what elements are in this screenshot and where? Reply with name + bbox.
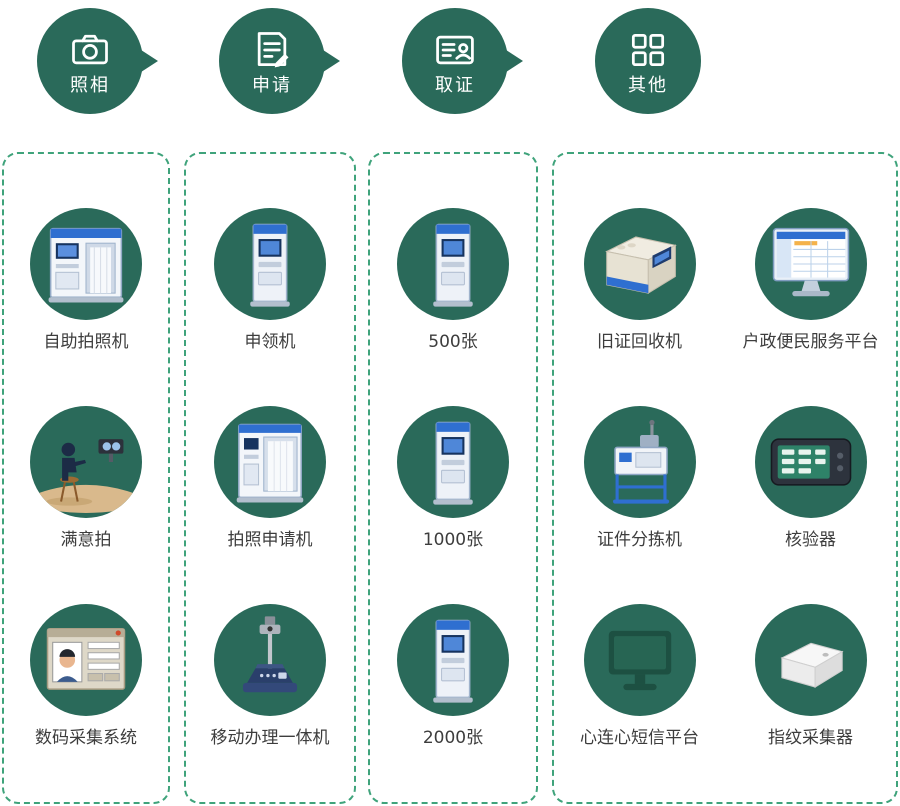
- device-bubble: [397, 405, 509, 518]
- card-sorting-machine-illustration: [612, 419, 669, 504]
- desktop-monitor-illustration: [772, 227, 849, 296]
- device-item: 指纹采集器: [754, 603, 867, 748]
- step-apply: 申请: [219, 8, 325, 114]
- step-other: 其他: [595, 8, 701, 114]
- column-photo-devices: 自助拍照机 满意拍: [2, 152, 170, 804]
- device-bubble: [583, 207, 696, 320]
- device-item: 2000张: [397, 603, 509, 748]
- photo-booth-illustration: [48, 227, 124, 303]
- device-bubble: [214, 405, 326, 518]
- device-item: 满意拍: [30, 405, 142, 550]
- device-item: 申领机: [214, 207, 326, 352]
- device-bubble: [214, 603, 326, 716]
- device-item: 户政便民服务平台: [742, 207, 879, 352]
- device-bubble: [754, 603, 867, 716]
- device-label: 拍照申请机: [227, 529, 313, 550]
- device-label: 旧证回收机: [597, 331, 682, 352]
- step-label: 照相: [70, 74, 110, 96]
- device-label: 数码采集系统: [35, 727, 137, 748]
- photo-apply-booth-illustration: [236, 423, 304, 503]
- card-kiosk-illustration: [433, 619, 473, 703]
- column-dispense-devices: 500张 1000张: [368, 152, 538, 804]
- device-label: 指纹采集器: [768, 727, 853, 748]
- mobile-all-in-one-illustration: [242, 616, 298, 693]
- card-kiosk-illustration: [433, 421, 473, 505]
- device-bubble: [30, 405, 142, 518]
- device-bubble: [754, 405, 867, 518]
- device-label: 1000张: [422, 529, 484, 550]
- step-photo: 照相: [37, 8, 143, 114]
- device-label: 户政便民服务平台: [742, 331, 879, 352]
- device-item: 500张: [397, 207, 509, 352]
- device-bubble: [30, 207, 142, 320]
- device-label: 满意拍: [60, 529, 112, 550]
- verifier-tablet-illustration: [770, 438, 851, 486]
- device-label: 自助拍照机: [43, 331, 129, 352]
- device-label: 证件分拣机: [597, 529, 682, 550]
- fingerprint-scanner-illustration: [779, 642, 844, 688]
- device-bubble: [583, 603, 696, 716]
- device-item: 拍照申请机: [214, 405, 326, 550]
- device-item: 旧证回收机: [583, 207, 696, 352]
- device-bubble: [397, 603, 509, 716]
- grid-icon: [631, 33, 665, 66]
- photo-capture-software-illustration: [46, 627, 126, 690]
- device-bubble: [214, 207, 326, 320]
- device-label: 申领机: [244, 331, 296, 352]
- card-kiosk-illustration: [250, 223, 290, 307]
- id-card-icon: [436, 35, 474, 64]
- camera-icon: [72, 34, 108, 64]
- step-label: 申请: [252, 74, 292, 96]
- recycle-machine-illustration: [604, 236, 677, 294]
- device-bubble: [754, 207, 867, 320]
- device-label: 心连心短信平台: [580, 727, 699, 748]
- device-bubble: [30, 603, 142, 716]
- device-item: 核验器: [754, 405, 867, 550]
- sms-monitor-illustration: [608, 630, 671, 691]
- column-other-devices: 旧证回收机: [552, 152, 898, 804]
- device-item: 数码采集系统: [30, 603, 142, 748]
- device-label: 核验器: [785, 529, 836, 550]
- device-label: 2000张: [422, 727, 484, 748]
- card-kiosk-illustration: [433, 223, 473, 307]
- device-item: 心连心短信平台: [580, 603, 699, 748]
- step-label: 取证: [435, 74, 475, 96]
- seated-person-camera-illustration: [38, 438, 134, 513]
- device-label: 移动办理一体机: [210, 727, 330, 748]
- device-label: 500张: [428, 331, 478, 352]
- device-item: 证件分拣机: [583, 405, 696, 550]
- application-form-icon: [257, 31, 289, 67]
- column-apply-devices: 申领机 拍照申请机: [184, 152, 356, 804]
- device-item: 自助拍照机: [30, 207, 142, 352]
- device-bubble: [397, 207, 509, 320]
- step-obtain: 取证: [402, 8, 508, 114]
- device-item: 1000张: [397, 405, 509, 550]
- step-label: 其他: [628, 74, 668, 96]
- device-bubble: [583, 405, 696, 518]
- device-item: 移动办理一体机: [210, 603, 330, 748]
